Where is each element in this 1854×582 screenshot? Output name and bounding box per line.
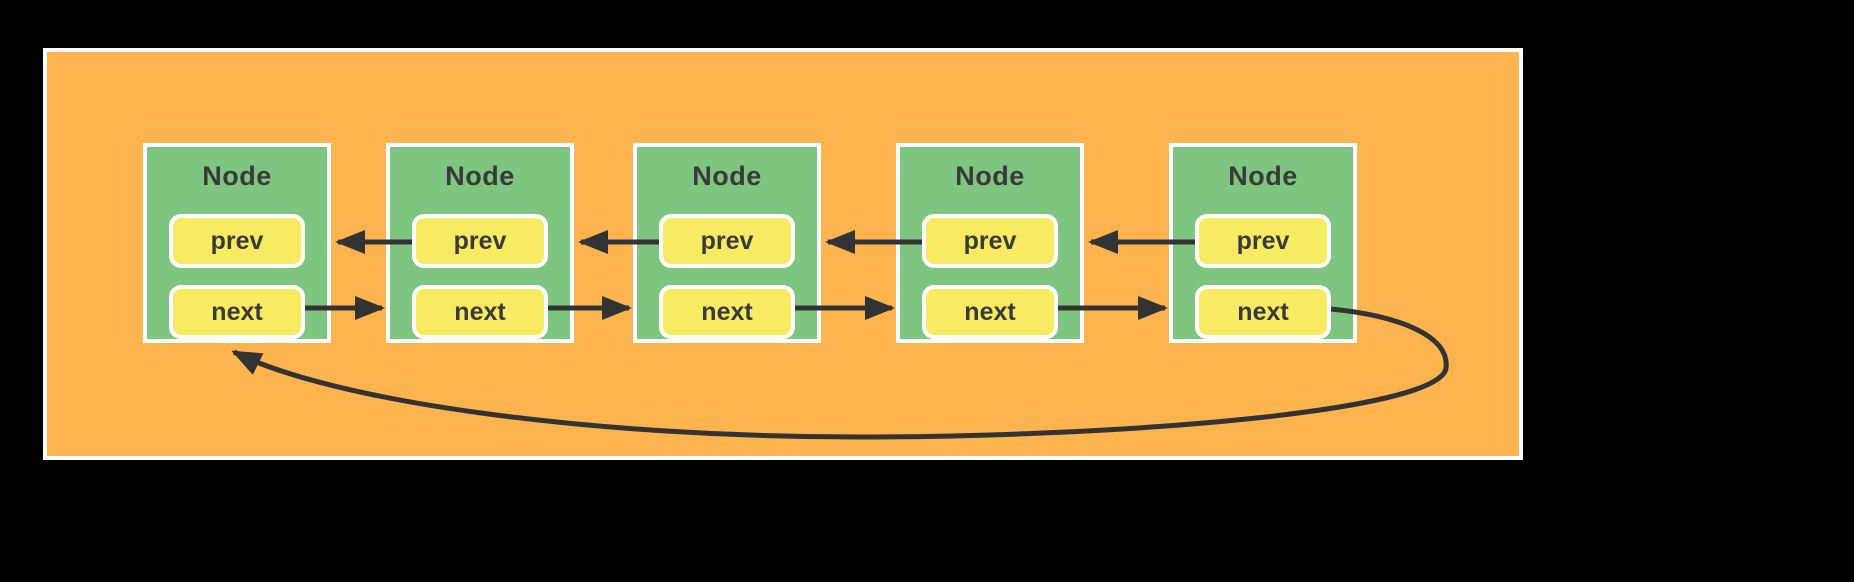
next-pointer-field: next <box>1195 285 1331 339</box>
prev-pointer-field: prev <box>412 214 548 268</box>
node-title: Node <box>955 161 1025 191</box>
linked-list-node-3: Node prev next <box>633 143 821 343</box>
prev-pointer-field: prev <box>1195 214 1331 268</box>
node-title: Node <box>1228 161 1298 191</box>
linked-list-node-5: Node prev next <box>1169 143 1357 343</box>
linked-list-node-2: Node prev next <box>386 143 574 343</box>
node-title: Node <box>202 161 272 191</box>
prev-pointer-field: prev <box>659 214 795 268</box>
next-pointer-field: next <box>412 285 548 339</box>
next-pointer-field: next <box>922 285 1058 339</box>
node-title: Node <box>445 161 515 191</box>
next-pointer-field: next <box>659 285 795 339</box>
linked-list-node-4: Node prev next <box>896 143 1084 343</box>
node-title: Node <box>692 161 762 191</box>
prev-pointer-field: prev <box>169 214 305 268</box>
prev-pointer-field: prev <box>922 214 1058 268</box>
linked-list-node-1: Node prev next <box>143 143 331 343</box>
next-pointer-field: next <box>169 285 305 339</box>
